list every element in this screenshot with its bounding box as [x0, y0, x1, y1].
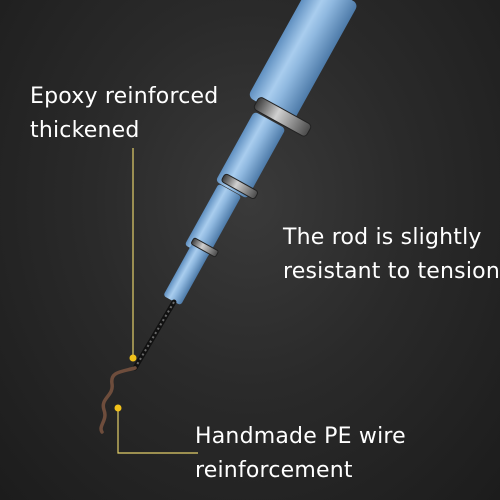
rod-butt-section [249, 0, 357, 120]
annotation-pe-line1: Handmade PE wire [195, 424, 406, 449]
callout-epoxy-dot [129, 354, 137, 362]
annotation-rod-line2: resistant to tension [283, 259, 500, 284]
joint-ring-1 [253, 97, 312, 137]
annotation-epoxy-line1: Epoxy reinforced [30, 84, 219, 109]
annotation-rod-line1: The rod is slightly [283, 225, 482, 250]
rod-section-4 [164, 244, 209, 305]
annotation-epoxy-line2: thickened [30, 118, 140, 143]
joint-ring-3 [191, 237, 219, 258]
annotation-rod-tension: The rod is slightly resistant to tension [283, 221, 500, 289]
joint-ring-2 [221, 173, 258, 200]
rod-section-3 [185, 184, 241, 257]
rod-section-2 [216, 112, 285, 198]
annotation-pe-wire: Handmade PE wire reinforcement [195, 420, 406, 488]
callout-epoxy [129, 148, 137, 362]
rod-sections [164, 0, 357, 305]
pe-wire-loop [99, 366, 137, 434]
rod-tip-braid [132, 299, 177, 371]
callout-pe-wire [114, 404, 198, 454]
rod-joint-rings [191, 97, 312, 258]
callout-pe-wire-dot [114, 404, 122, 412]
annotation-epoxy: Epoxy reinforced thickened [30, 80, 218, 148]
annotation-pe-line2: reinforcement [195, 458, 353, 483]
